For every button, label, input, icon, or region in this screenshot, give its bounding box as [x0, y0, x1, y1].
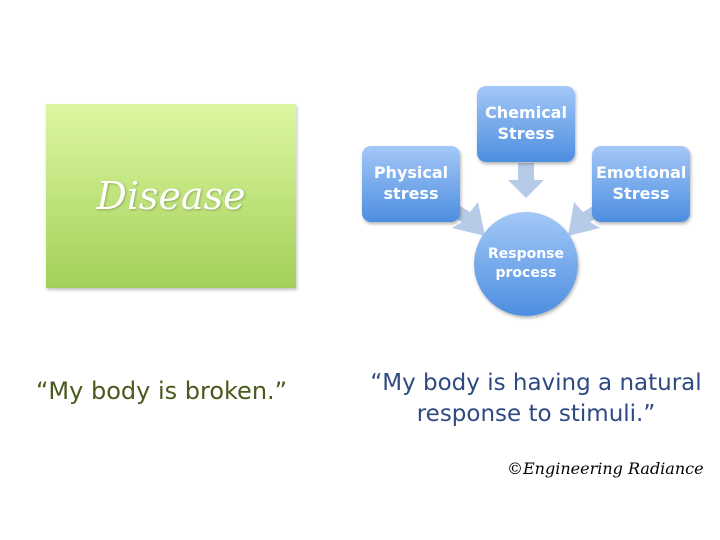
disease-box: Disease [46, 104, 296, 288]
arrow-physical [452, 202, 485, 236]
copyright: ©Engineering Radiance [507, 459, 704, 478]
node-chemical-stress: Chemical Stress [477, 86, 575, 162]
quote-broken: “My body is broken.” [36, 377, 288, 405]
node-label: Emotional Stress [596, 163, 687, 203]
node-response-process: Response process [474, 212, 578, 316]
arrow-chemical [508, 163, 544, 198]
node-physical-stress: Physical stress [362, 146, 460, 222]
node-label: Physical stress [373, 163, 449, 203]
node-label: Chemical Stress [485, 103, 567, 143]
node-label: Response process [487, 246, 565, 281]
node-emotional-stress: Emotional Stress [592, 146, 690, 222]
disease-label: Disease [96, 174, 246, 218]
quote-natural-response: “My body is having a natural response to… [370, 370, 702, 428]
